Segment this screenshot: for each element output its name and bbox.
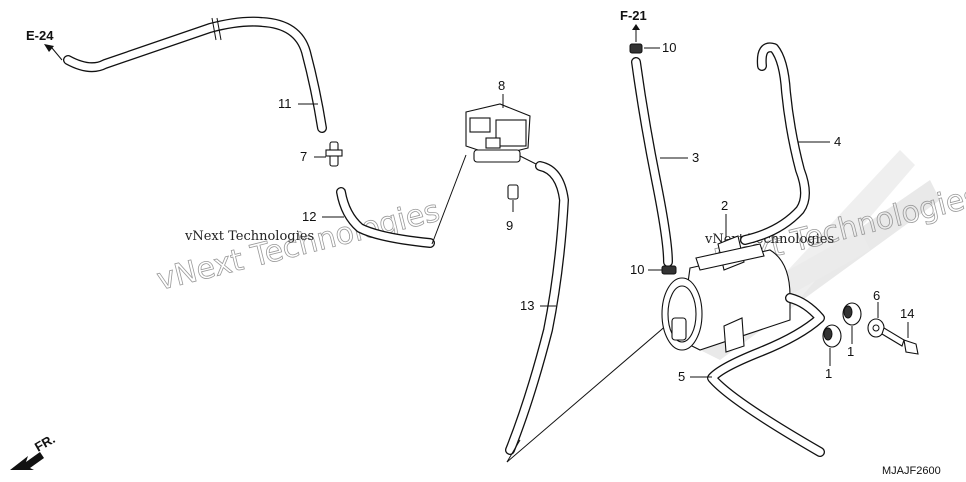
watermark-small-left: vNext Technologies xyxy=(184,229,314,244)
callout-3: 3 xyxy=(660,150,699,165)
callout-13: 13 xyxy=(520,298,556,313)
callout-10-bottom: 10 xyxy=(630,262,662,277)
callout-2: 2 xyxy=(721,198,728,238)
svg-text:5: 5 xyxy=(678,369,685,384)
front-direction: FR. xyxy=(10,431,58,470)
svg-text:7: 7 xyxy=(300,149,307,164)
hose-3 xyxy=(631,57,673,267)
clamp-10-top xyxy=(629,43,643,54)
svg-text:9: 9 xyxy=(506,218,513,233)
callout-12: 12 xyxy=(302,209,344,224)
svg-text:11: 11 xyxy=(278,96,292,111)
callout-11: 11 xyxy=(278,96,318,111)
callout-1-upper: 1 xyxy=(847,326,854,359)
f21-arrow-icon xyxy=(632,24,640,30)
callout-14: 14 xyxy=(900,306,914,338)
svg-text:1: 1 xyxy=(825,366,832,381)
callout-9: 9 xyxy=(506,218,513,233)
ref-f21-label: F-21 xyxy=(620,8,647,23)
svg-text:1: 1 xyxy=(847,344,854,359)
front-label: FR. xyxy=(32,431,58,454)
bolt-14 xyxy=(881,327,919,355)
callout-5: 5 xyxy=(678,369,712,384)
diagram-code: MJAJF2600 xyxy=(882,465,941,477)
clamp-10-bottom xyxy=(661,265,677,275)
hose-13 xyxy=(505,161,569,455)
e24-arrow-icon xyxy=(44,44,54,52)
svg-text:3: 3 xyxy=(692,150,699,165)
hose-12 xyxy=(336,187,435,248)
canister xyxy=(661,235,791,353)
svg-text:4: 4 xyxy=(834,134,841,149)
ref-e24-label: E-24 xyxy=(26,28,54,43)
grommet-1-lower xyxy=(822,324,842,348)
svg-text:10: 10 xyxy=(662,40,676,55)
grommet-1-upper xyxy=(842,302,862,326)
svg-text:12: 12 xyxy=(302,209,316,224)
svg-text:14: 14 xyxy=(900,306,914,321)
svg-text:13: 13 xyxy=(520,298,534,313)
callout-1-lower: 1 xyxy=(825,348,832,381)
svg-text:8: 8 xyxy=(498,78,505,93)
callout-8: 6 xyxy=(873,288,880,318)
e24-reference: E-24 xyxy=(26,28,63,61)
leader-lines xyxy=(431,154,676,463)
hose-11 xyxy=(63,16,327,133)
svg-text:10: 10 xyxy=(630,262,644,277)
callout-6: 7 xyxy=(300,149,326,164)
callout-4: 4 xyxy=(798,134,841,149)
callout-10-top: 10 xyxy=(644,40,676,55)
fitting-6 xyxy=(325,141,343,167)
svg-text:6: 6 xyxy=(873,288,880,303)
tube-5 xyxy=(707,293,825,457)
hose-4 xyxy=(740,42,810,245)
svg-text:2: 2 xyxy=(721,198,728,213)
callout-7: 8 xyxy=(498,78,505,108)
solenoid-valve-7 xyxy=(465,103,537,212)
front-arrow-icon xyxy=(10,452,44,470)
watermark-outline-left: vNext Technologies xyxy=(153,194,443,298)
